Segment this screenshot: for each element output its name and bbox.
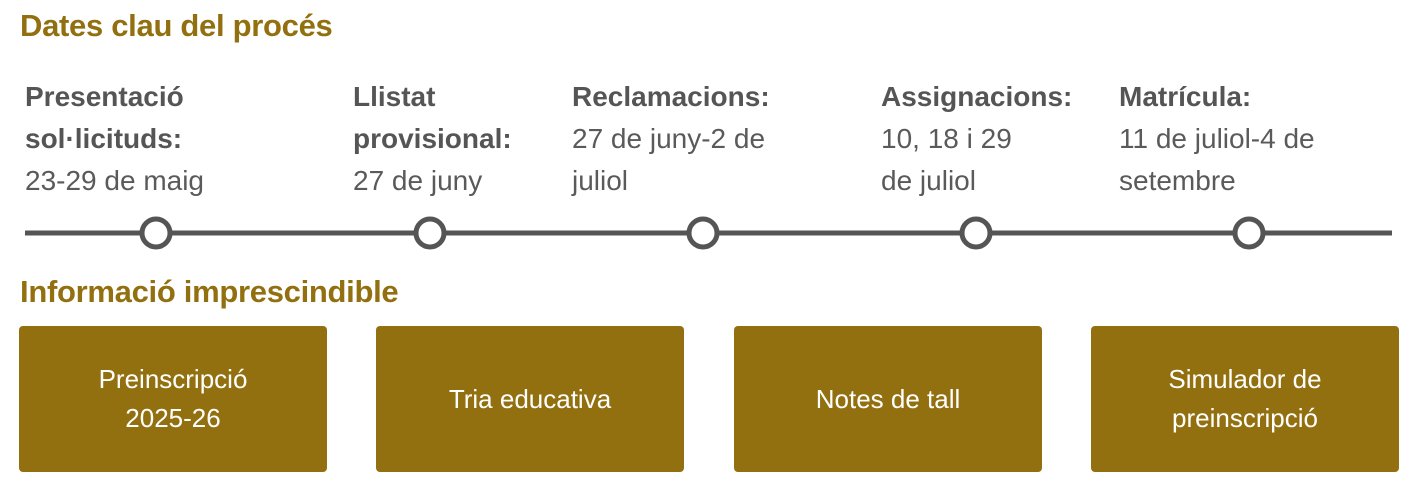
milestone-label: provisional: <box>353 123 512 154</box>
button-label: Tria educativa <box>448 383 612 414</box>
simulador-button[interactable]: Simulador de preinscripció <box>1091 326 1399 472</box>
milestone-assignacions: Assignacions: 10, 18 i 29 de juliol <box>881 76 1072 202</box>
timeline-marker <box>139 216 173 250</box>
milestone-label: Presentació <box>25 81 184 112</box>
milestone-date: 10, 18 i 29 <box>881 123 1012 154</box>
milestone-label: Reclamacions: <box>572 81 770 112</box>
timeline-marker <box>413 216 447 250</box>
timeline-marker <box>1232 216 1266 250</box>
tria-educativa-button[interactable]: Tria educativa <box>376 326 684 472</box>
info-buttons: Preinscripció 2025-26 Tria educativa Not… <box>0 326 1425 472</box>
milestone-date: 27 de juny-2 de <box>572 123 766 154</box>
milestone-date: setembre <box>1119 165 1236 196</box>
milestone-date: de juliol <box>881 165 976 196</box>
timeline-marker <box>959 216 993 250</box>
milestone-date: 23-29 de maig <box>25 165 205 196</box>
button-label: Preinscripció <box>98 364 248 394</box>
milestone-label: Assignacions: <box>881 81 1073 112</box>
milestone-llistat-provisional: Llistat provisional: 27 de juny <box>353 76 512 202</box>
milestone-date: 11 de juliol-4 de <box>1119 123 1315 154</box>
timeline-marker <box>686 216 720 250</box>
milestone-date: juliol <box>572 165 629 196</box>
button-label: 2025-26 <box>125 403 221 433</box>
milestone-label: Llistat <box>353 81 436 112</box>
milestone-label: Matrícula: <box>1119 81 1252 112</box>
milestone-presentacio: Presentació sol·licituds: 23-29 de maig <box>25 76 204 202</box>
notes-de-tall-button[interactable]: Notes de tall <box>734 326 1042 472</box>
milestone-matricula: Matrícula: 11 de juliol-4 de setembre <box>1119 76 1315 202</box>
timeline <box>25 216 1392 250</box>
dates-section-title: Dates clau del procés <box>20 8 333 43</box>
button-label: Simulador de <box>1168 364 1322 394</box>
button-label: Notes de tall <box>815 383 961 414</box>
preinscripcio-button[interactable]: Preinscripció 2025-26 <box>19 326 327 472</box>
button-label: preinscripció <box>1172 403 1318 433</box>
milestone-reclamacions: Reclamacions: 27 de juny-2 de juliol <box>572 76 770 202</box>
info-section-title: Informació imprescindible <box>20 274 399 309</box>
milestone-label: sol·licituds: <box>25 123 183 154</box>
milestone-date: 27 de juny <box>353 165 483 196</box>
